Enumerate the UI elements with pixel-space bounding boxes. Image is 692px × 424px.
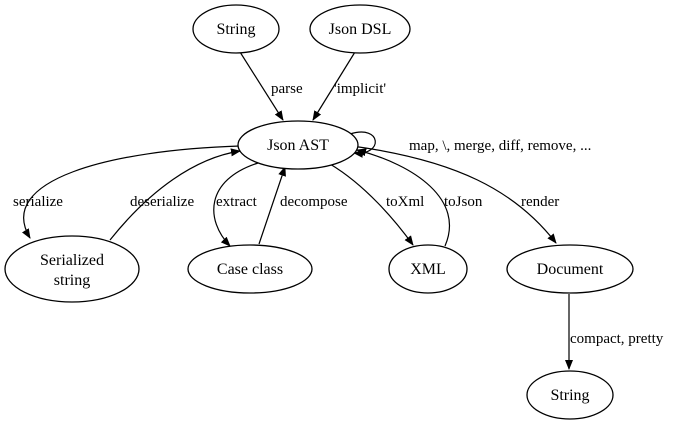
label-implicit: 'implicit' (334, 81, 386, 97)
edge-to-json (356, 148, 451, 247)
node-json-ast: Json AST (237, 120, 359, 170)
label-to-xml: toXml (386, 194, 424, 210)
node-serialized-string-label-line2: string (54, 272, 90, 289)
node-xml-label: XML (410, 261, 446, 278)
edge-labels: parse 'implicit' map, \, merge, diff, re… (13, 81, 664, 347)
nodes: String Json DSL Json AST Serialized stri… (4, 4, 634, 420)
edge-deserialize (109, 148, 241, 241)
edge-render (351, 145, 557, 244)
node-string-input-label: String (216, 21, 255, 38)
label-parse: parse (271, 81, 303, 97)
node-string-output: String (526, 370, 614, 420)
node-string-input: String (192, 4, 280, 54)
label-compact-pretty: compact, pretty (570, 331, 664, 347)
node-json-dsl: Json DSL (309, 4, 411, 54)
node-json-ast-label: Json AST (267, 137, 329, 154)
node-case-class-label: Case class (217, 261, 283, 278)
node-xml: XML (388, 244, 468, 294)
node-json-dsl-label: Json DSL (329, 21, 392, 38)
label-serialize: serialize (13, 194, 63, 210)
edge-decompose (258, 166, 286, 245)
label-to-json: toJson (444, 194, 483, 210)
node-serialized-string: Serialized string (4, 235, 140, 303)
node-serialized-string-label-line1: Serialized (40, 252, 104, 269)
edge-to-xml (329, 163, 414, 246)
label-self-loop: map, \, merge, diff, remove, ... (409, 138, 591, 154)
label-extract: extract (216, 194, 258, 210)
edge-extract (213, 162, 259, 247)
edge-parse (239, 51, 284, 121)
node-document: Document (506, 244, 634, 294)
edges (21, 51, 573, 370)
node-string-output-label: String (550, 387, 589, 404)
label-deserialize: deserialize (130, 194, 194, 210)
node-document-label: Document (537, 261, 604, 278)
label-decompose: decompose (280, 194, 348, 210)
label-render: render (521, 194, 559, 210)
edge-serialize (21, 145, 241, 239)
node-case-class: Case class (187, 244, 313, 294)
edge-implicit (312, 51, 356, 121)
